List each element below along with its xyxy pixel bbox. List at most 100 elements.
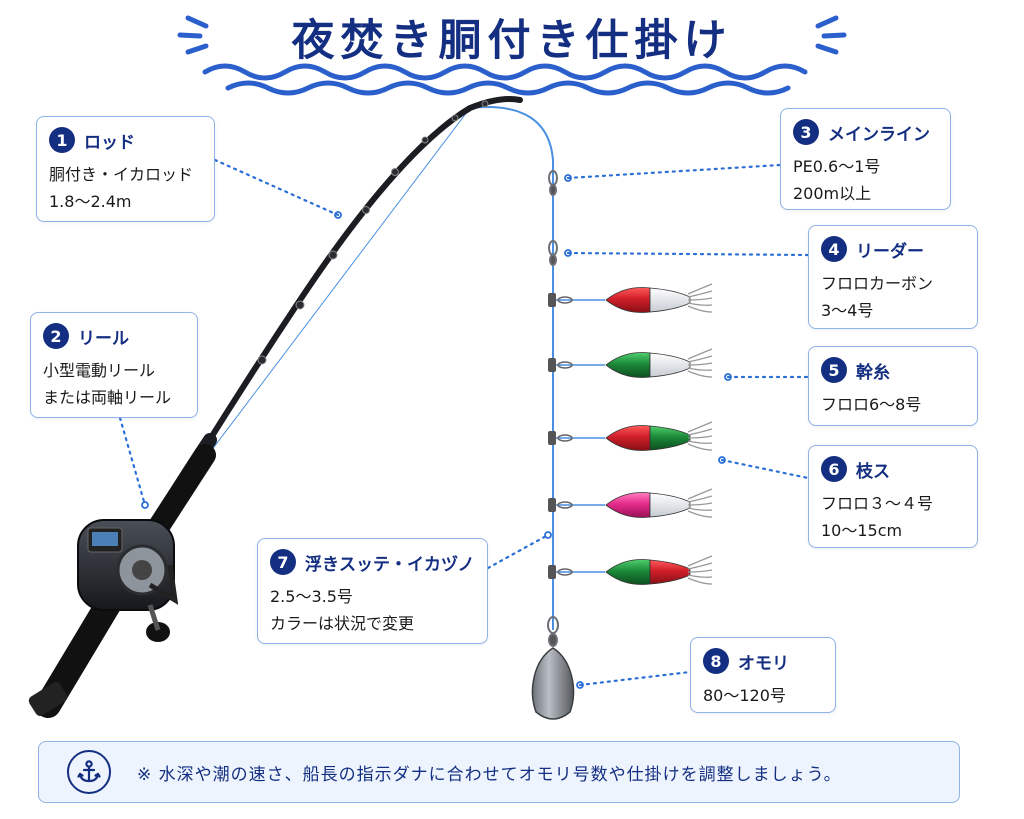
jig-hook (687, 435, 713, 439)
jig-head (605, 492, 651, 518)
part-detail: 1.8〜2.4m (49, 192, 132, 211)
part-card-sinker: 8 オモリ 80〜120号 (690, 637, 836, 713)
jig-hook (687, 297, 713, 301)
callout-connectors (118, 158, 810, 687)
squid-jig (548, 421, 713, 451)
snap-ring (557, 568, 573, 576)
jig-head (605, 425, 651, 451)
jig-hook (687, 428, 713, 436)
branch-swivel (548, 293, 556, 307)
jig-hook (687, 348, 713, 360)
number-badge: 2 (43, 323, 69, 349)
jig-hook (687, 440, 713, 444)
branch-swivel (548, 565, 556, 579)
part-detail: 胴付き・イカロッド (49, 165, 194, 184)
number-badge: 6 (821, 456, 847, 482)
main-line (469, 106, 554, 630)
squid-jig (548, 555, 713, 585)
jig-hook (687, 421, 713, 433)
part-detail: 2.5〜3.5号 (270, 587, 353, 606)
jig-hook (687, 510, 713, 518)
jig-head (605, 559, 651, 585)
jig-body (649, 287, 691, 313)
jig-hook (687, 562, 713, 570)
jig-hook (687, 370, 713, 378)
part-card-trunk-line: 5 幹糸 フロロ6〜8号 (808, 346, 978, 426)
jig-hook (687, 362, 713, 366)
part-detail: フロロ３〜４号 (821, 494, 934, 513)
part-detail: 小型電動リール (43, 361, 156, 380)
part-name: 浮きスッテ・イカヅノ (305, 554, 475, 575)
number-badge: 8 (703, 648, 729, 674)
jig-body (649, 559, 691, 585)
part-name: メインライン (828, 124, 930, 145)
jig-hook (687, 507, 713, 511)
squid-jig (548, 348, 713, 378)
part-card-branch-line: 6 枝ス フロロ３〜４号 10〜15cm (808, 445, 978, 548)
number-badge: 3 (793, 119, 819, 145)
part-detail: または両軸リール (43, 388, 172, 407)
jig-hook (687, 555, 713, 567)
snap-ring (557, 434, 573, 442)
part-detail: 10〜15cm (821, 521, 903, 540)
part-detail: カラーは状況で変更 (270, 614, 415, 633)
part-detail: フロロカーボン (821, 274, 934, 293)
swivels (547, 170, 559, 647)
snap-ring (557, 501, 573, 509)
part-detail: PE0.6〜1号 (793, 157, 881, 176)
part-detail: 80〜120号 (703, 686, 786, 705)
part-card-main-line: 3 メインライン PE0.6〜1号 200m以上 (780, 108, 951, 210)
part-name: ロッド (84, 132, 135, 153)
sinker (531, 647, 575, 720)
jig-hook (687, 495, 713, 503)
jig-body (649, 492, 691, 518)
number-badge: 5 (821, 357, 847, 383)
jig-hook (687, 283, 713, 295)
jig-hook (687, 302, 713, 306)
jig-group (548, 283, 713, 585)
part-detail: 200m以上 (793, 184, 872, 203)
snap-ring (557, 361, 573, 369)
number-badge: 4 (821, 236, 847, 262)
number-badge: 1 (49, 127, 75, 153)
part-card-reel: 2 リール 小型電動リール または両軸リール (30, 312, 198, 418)
part-card-leader: 4 リーダー フロロカーボン 3〜4号 (808, 225, 978, 329)
part-name: リール (78, 328, 129, 349)
page-title: 夜焚き胴付き仕掛け (291, 16, 733, 66)
part-detail: フロロ6〜8号 (821, 395, 922, 414)
part-name: 枝ス (856, 461, 890, 482)
branch-swivel (548, 358, 556, 372)
jig-hook (687, 502, 713, 506)
squid-jig (548, 488, 713, 518)
part-card-rod: 1 ロッド 胴付き・イカロッド 1.8〜2.4m (36, 116, 215, 222)
squid-jig (548, 283, 713, 313)
title-wave-decoration (177, 15, 847, 96)
snap-ring (557, 296, 573, 304)
jig-hook (687, 443, 713, 451)
jig-body (649, 352, 691, 378)
note-text: ※ 水深や潮の速さ、船長の指示ダナに合わせてオモリ号数や仕掛けを調整しましょう。 (137, 764, 842, 785)
jig-hook (687, 355, 713, 363)
jig-body (649, 425, 691, 451)
adjustment-note: ※ 水深や潮の速さ、船長の指示ダナに合わせてオモリ号数や仕掛けを調整しましょう。 (38, 741, 960, 803)
part-name: オモリ (738, 653, 789, 674)
jig-hook (687, 367, 713, 371)
jig-hook (687, 290, 713, 298)
branch-swivel (548, 498, 556, 512)
reel (77, 519, 179, 642)
jig-hook (687, 577, 713, 585)
jig-hook (687, 305, 713, 313)
callout-dots (141, 174, 732, 689)
branch-swivel (548, 431, 556, 445)
jig-hook (687, 488, 713, 500)
jig-head (605, 287, 651, 313)
jig-head (605, 352, 651, 378)
jig-hook (687, 574, 713, 578)
anchor-icon (67, 750, 111, 794)
part-detail: 3〜4号 (821, 301, 874, 320)
part-name: リーダー (856, 241, 924, 262)
part-name: 幹糸 (856, 362, 890, 383)
jig-hook (687, 569, 713, 573)
